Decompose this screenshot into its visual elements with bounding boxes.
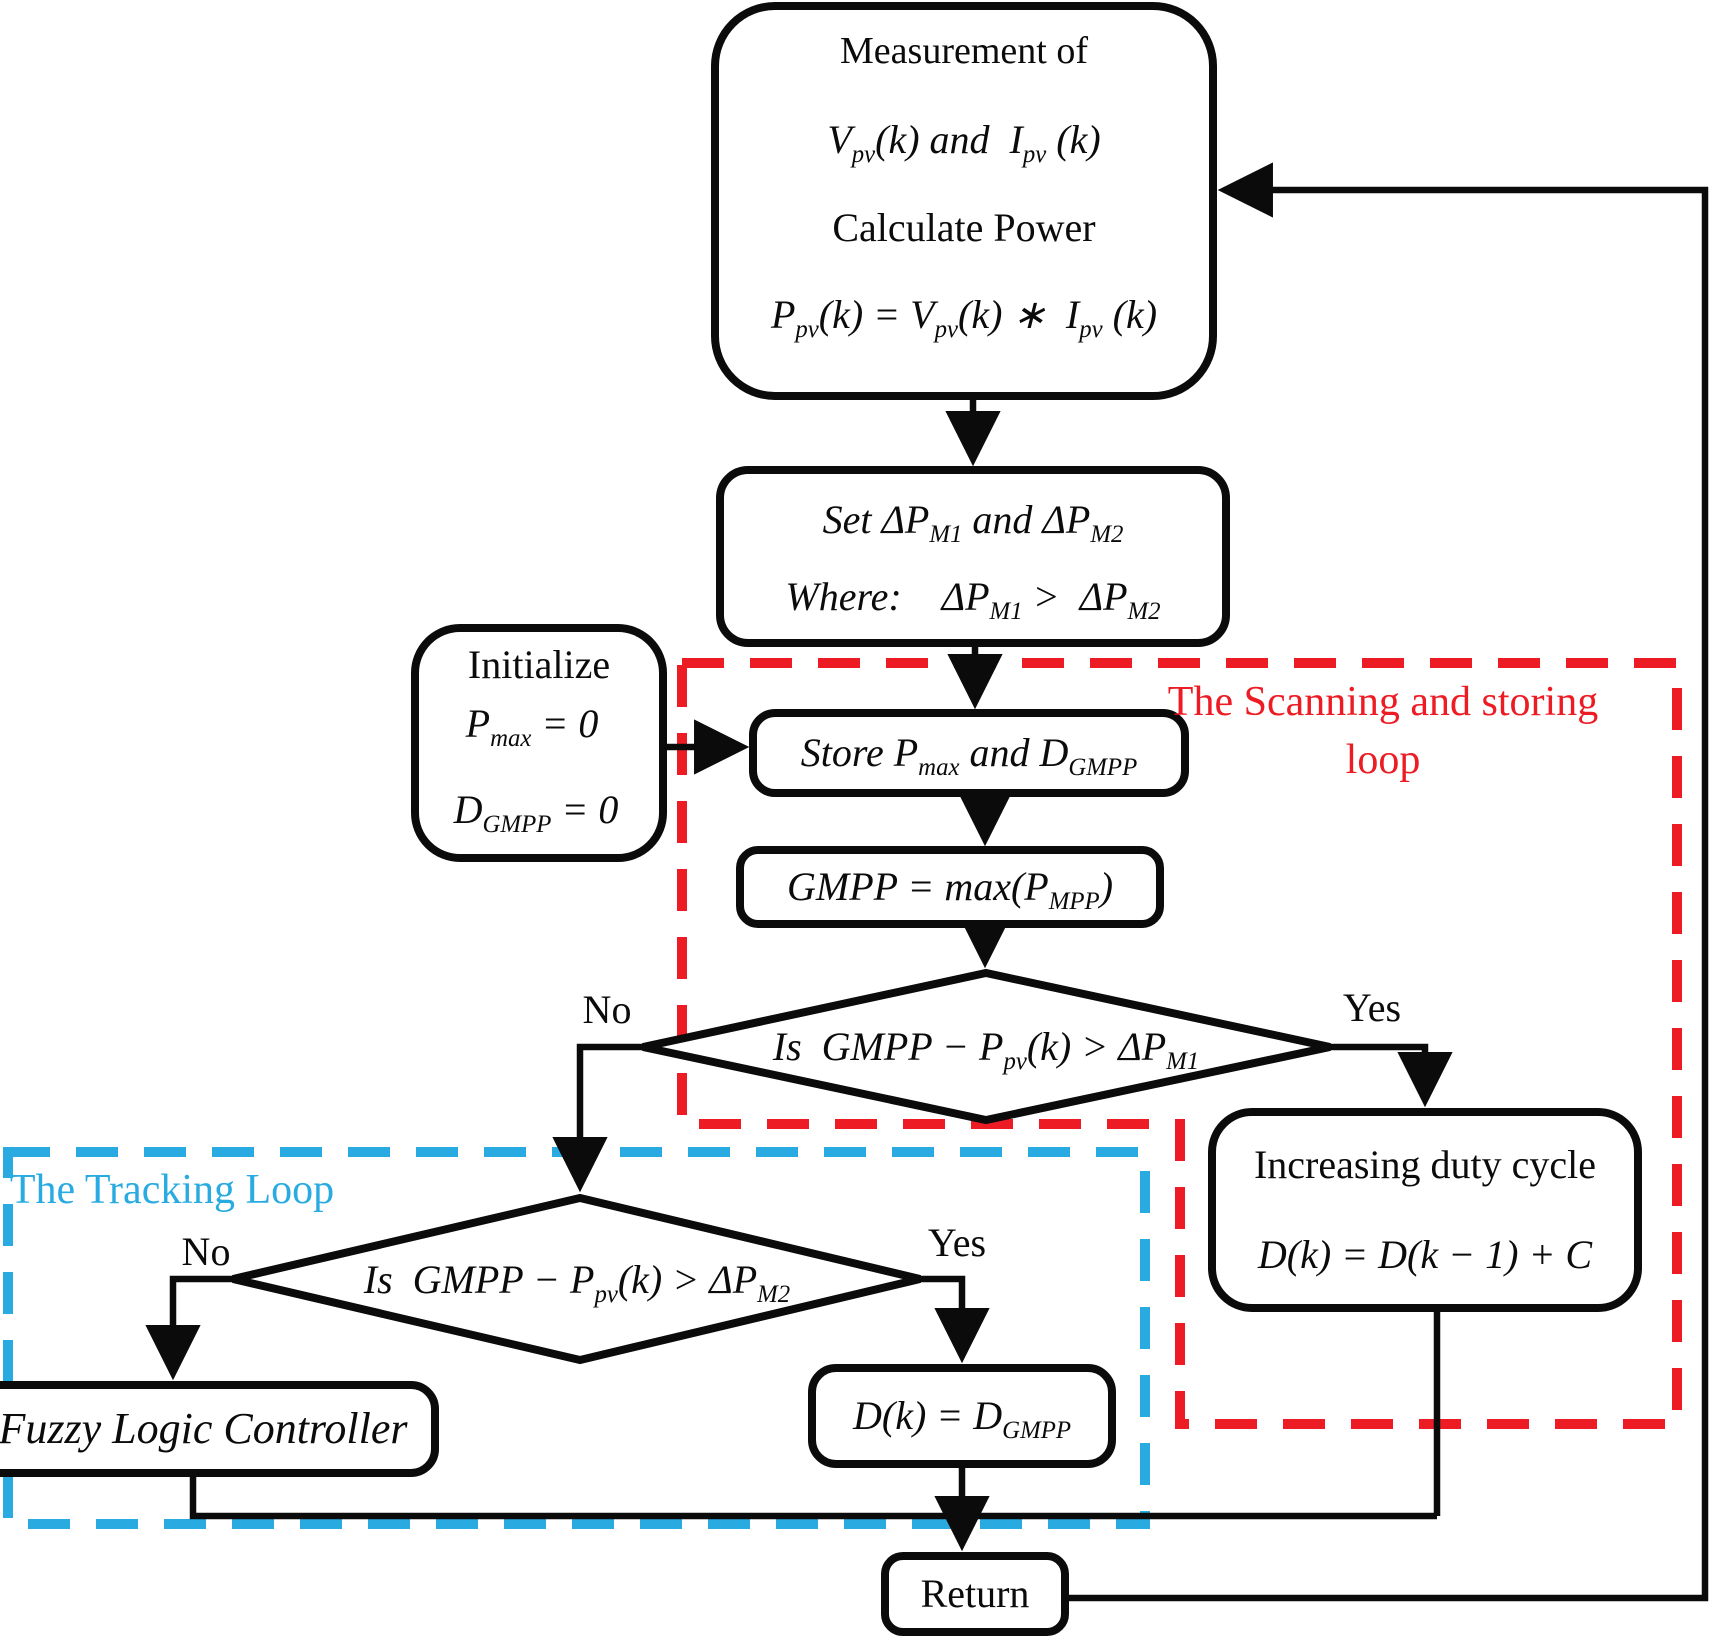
arrow-decision1-no [552,1043,643,1193]
decision1-question: Is GMPP − Ppv(k) > ΔPM1 [772,1024,1200,1075]
node-store-box [749,709,1189,797]
node-initialize-box [411,624,667,862]
set-duty-label: D(k) = DGMPP [852,1393,1072,1444]
measurement-line4: Ppv(k) = Vpv(k) ∗ Ipv (k) [770,292,1158,343]
node-increase-duty-box [1208,1108,1642,1312]
node-decision1-diamond [642,968,1331,1125]
line-fuzzy-to-merge [189,1473,1437,1520]
initialize-line2: Pmax = 0 [465,701,599,752]
set-thresholds-line2: Where: ΔPM1 > ΔPM2 [785,574,1161,625]
initialize-line1: Initialize [467,642,611,687]
scanning-loop-label-line1: The Scanning and storing [1167,678,1599,725]
node-set-duty-box [808,1364,1116,1468]
measurement-line3: Calculate Power [832,205,1096,250]
return-label: Return [920,1571,1030,1616]
node-set-thresholds-box [716,466,1230,647]
decision2-no-label: No [181,1229,231,1274]
measurement-line1: Measurement of [840,30,1088,73]
node-decision2-diamond [232,1193,921,1365]
scanning-loop-outline [677,658,1682,1429]
node-return-box [881,1552,1069,1636]
decision1-yes-label: Yes [1342,985,1402,1030]
initialize-line3: DGMPP = 0 [453,787,619,838]
node-measurement-box [711,2,1217,400]
set-thresholds-line1: Set ΔPM1 and ΔPM2 [822,497,1124,548]
decision1-no-label: No [582,987,632,1032]
store-label: Store Pmax and DGMPP [800,730,1138,781]
node-fuzzy-box [0,1381,439,1477]
line-return-feedback [1065,162,1709,1602]
increase-duty-line2: D(k) = D(k − 1) + C [1257,1232,1593,1277]
tracking-loop-label: The Tracking Loop [9,1166,335,1213]
gmpp-label: GMPP = max(PMPP) [786,864,1114,915]
arrow-decision2-yes [920,1275,990,1364]
node-gmpp-box [736,846,1164,928]
measurement-line2: Vpv(k) and Ipv (k) [827,117,1101,168]
scanning-loop-label-line2: loop [1345,736,1421,783]
arrow-decision2-no [145,1275,233,1381]
increase-duty-line1: Increasing duty cycle [1253,1142,1597,1187]
fuzzy-label: Fuzzy Logic Controller [0,1403,408,1453]
decision2-question: Is GMPP − Ppv(k) > ΔPM2 [363,1257,791,1308]
arrow-decision1-yes [1330,1043,1453,1108]
decision2-yes-label: Yes [927,1220,987,1265]
